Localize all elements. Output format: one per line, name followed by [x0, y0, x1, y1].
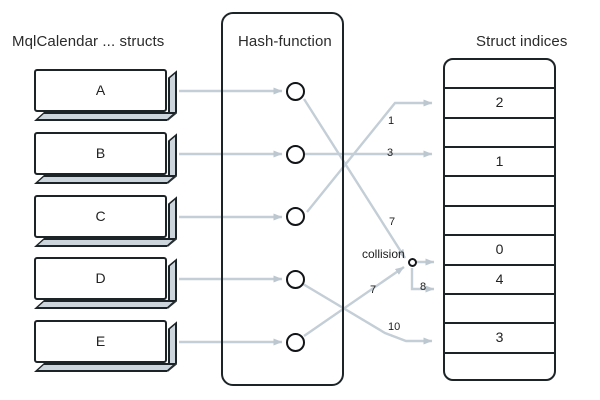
struct-box-e[interactable]: E	[34, 320, 167, 363]
struct-box-e-label: E	[95, 333, 106, 349]
table-row[interactable]	[445, 354, 554, 379]
struct-box-c-label: C	[95, 208, 106, 224]
hash-node-c[interactable]	[286, 207, 305, 226]
column-title-structs: MqlCalendar ... structs	[12, 33, 165, 50]
edge-label-7-from-e: 7	[370, 284, 377, 296]
struct-box-c-bottom-face	[34, 238, 177, 247]
collision-node[interactable]	[408, 258, 417, 267]
table-row[interactable]: 2	[445, 89, 554, 119]
struct-box-b[interactable]: B	[34, 132, 167, 175]
hash-function-container	[221, 12, 344, 386]
struct-box-a-label: A	[95, 82, 106, 98]
struct-box-d[interactable]: D	[34, 257, 167, 300]
hash-node-d[interactable]	[286, 270, 305, 289]
edge-hash-e-to-collision	[303, 266, 405, 337]
struct-box-d-bottom-face	[34, 300, 177, 309]
edge-hash-c-to-slot1	[306, 99, 433, 213]
struct-indices-table: 2 1 0 4 3	[443, 58, 556, 381]
table-row[interactable]	[445, 295, 554, 325]
edge-label-1: 1	[388, 115, 395, 127]
struct-box-c[interactable]: C	[34, 195, 167, 238]
struct-box-d-label: D	[95, 270, 106, 286]
edge-hash-a-to-collision	[302, 98, 407, 259]
edge-collision-to-slot7	[410, 268, 435, 293]
table-row[interactable]: 4	[445, 266, 554, 295]
table-row[interactable]	[445, 60, 554, 90]
struct-box-b-bottom-face	[34, 175, 177, 184]
struct-box-e-bottom-face	[34, 363, 177, 372]
struct-box-b-label: B	[95, 145, 106, 161]
hash-node-a[interactable]	[286, 82, 305, 101]
edge-hash-d-to-slot9	[302, 282, 433, 345]
table-row[interactable]	[445, 119, 554, 149]
hash-node-b[interactable]	[286, 145, 305, 164]
edge-label-8: 8	[420, 281, 427, 293]
edge-label-7-from-a: 7	[389, 216, 396, 228]
column-title-struct-indices: Struct indices	[476, 33, 568, 50]
column-title-hash-function: Hash-function	[238, 33, 332, 50]
table-row[interactable]: 0	[445, 236, 554, 266]
edge-label-3: 3	[387, 147, 394, 159]
table-row[interactable]: 1	[445, 148, 554, 178]
edge-label-10: 10	[388, 321, 401, 333]
table-row[interactable]: 3	[445, 324, 554, 354]
table-row[interactable]	[445, 177, 554, 207]
struct-box-a-bottom-face	[34, 112, 177, 121]
struct-box-a[interactable]: A	[34, 69, 167, 112]
hash-node-e[interactable]	[286, 333, 305, 352]
collision-label: collision	[362, 247, 405, 261]
table-row[interactable]	[445, 207, 554, 237]
